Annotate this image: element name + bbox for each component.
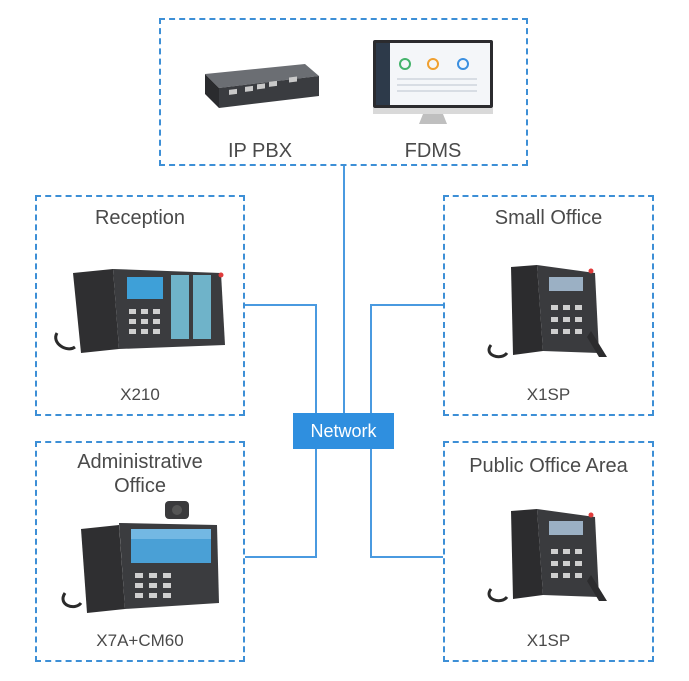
fdms-label: FDMS	[404, 140, 462, 162]
reception-title: Reception	[94, 207, 186, 229]
x7a-cm60-phone-image	[61, 501, 219, 613]
admin-office-title-line2: Office	[114, 475, 166, 497]
ip-pbx-label: IP PBX	[227, 140, 293, 162]
admin-office-title-line1: Administrative	[77, 451, 203, 473]
public-office-model: X1SP	[526, 631, 571, 650]
reception-model: X210	[120, 385, 160, 404]
small-office-model: X1SP	[526, 385, 571, 404]
ip-pbx-device-image	[205, 64, 319, 108]
line-admin	[244, 449, 317, 558]
public-office-box: Public Office Area X1SP	[443, 441, 654, 662]
x1sp-phone-image-small-office	[487, 265, 607, 359]
public-office-title: Public Office Area	[469, 455, 628, 477]
line-public-office	[370, 449, 444, 558]
fdms-monitor-image	[373, 40, 493, 124]
small-office-title: Small Office	[494, 207, 603, 229]
reception-box: Reception X210	[35, 195, 245, 416]
top-server-box: IP PBX FDMS	[159, 18, 528, 166]
small-office-box: Small Office X1SP	[443, 195, 654, 416]
admin-office-box: Administrative Office X7A+CM60	[35, 441, 245, 662]
line-small-office	[370, 304, 444, 413]
x210-phone-image	[54, 269, 225, 353]
x1sp-phone-image-public-office	[487, 509, 607, 603]
admin-office-model: X7A+CM60	[96, 631, 184, 650]
network-hub-label: Network	[293, 413, 394, 449]
line-reception	[244, 304, 317, 413]
